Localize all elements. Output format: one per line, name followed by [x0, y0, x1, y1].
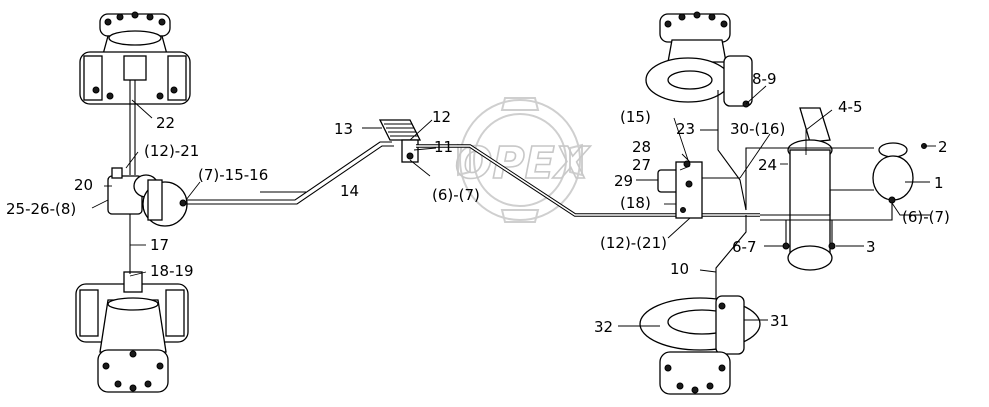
callout-32: 32: [594, 318, 613, 336]
callout-12-21-center: (12)-(21): [600, 234, 667, 252]
callout-labels: 1 2 3 4-5 (6)-(7) 6-7 8-9 10 11 12 (12)-…: [6, 70, 950, 336]
callout-18-19: 18-19: [150, 262, 194, 280]
left-brake-booster: [107, 167, 188, 227]
fitting-3: [828, 242, 836, 250]
callout-24: 24: [758, 156, 777, 174]
callout-18: (18): [620, 194, 651, 212]
brake-line-10: [715, 215, 747, 300]
brake-line-23: [717, 90, 747, 211]
rear-right-wheel-hub: [639, 295, 761, 395]
reservoir-1: [872, 142, 914, 201]
callout-11: 11: [434, 138, 453, 156]
callout-8-9: 8-9: [752, 70, 777, 88]
callout-3: 3: [866, 238, 876, 256]
front-left-wheel-hub: [79, 11, 191, 105]
callout-13: 13: [334, 120, 353, 138]
brake-valve-cluster: [657, 160, 740, 219]
pipe-14-b: [186, 145, 394, 205]
leader-lines: [91, 85, 936, 327]
callout-23: 23: [676, 120, 695, 138]
rear-left-wheel-hub: [75, 271, 189, 393]
callout-28: 28: [632, 138, 651, 156]
callout-10: 10: [670, 260, 689, 278]
callout-22: 22: [156, 114, 175, 132]
callout-6-7-center: (6)-(7): [432, 186, 480, 204]
callout-4-5: 4-5: [838, 98, 863, 116]
callout-20: 20: [74, 176, 93, 194]
brake-pedal: [378, 119, 422, 163]
callout-27: 27: [632, 156, 651, 174]
callout-29: 29: [614, 172, 633, 190]
callout-14: 14: [340, 182, 359, 200]
callout-17: 17: [150, 236, 169, 254]
fitting-6-7-right: [888, 196, 896, 204]
front-right-wheel-hub: [645, 11, 753, 108]
callout-6-7-right: (6)-(7): [902, 208, 950, 226]
air-tank: [787, 107, 833, 271]
callout-15: (15): [620, 108, 651, 126]
callout-2: 2: [938, 138, 948, 156]
callout-25-26-8: 25-26-(8): [6, 200, 76, 218]
pipe-14: [186, 141, 392, 201]
pipe-right-2: [760, 189, 874, 216]
callout-7-15-16: (7)-15-16: [198, 166, 268, 184]
pipe-right-3: [760, 200, 893, 221]
callout-12: 12: [432, 108, 451, 126]
callout-12-21-left: (12)-21: [144, 142, 199, 160]
callout-6-7: 6-7: [732, 238, 757, 256]
callout-30-16: 30-(16): [730, 120, 785, 138]
pipe-right-1: [745, 147, 874, 210]
callout-31: 31: [770, 312, 789, 330]
callout-1: 1: [934, 174, 944, 192]
